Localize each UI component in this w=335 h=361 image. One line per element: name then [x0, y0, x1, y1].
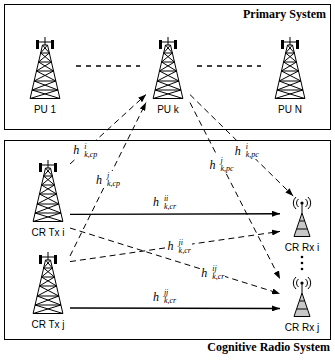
station-label: CR Tx i: [31, 226, 64, 239]
channel-gain-label: h ji k,cr: [167, 237, 192, 254]
receiver-icon: [287, 196, 317, 237]
tower-icon: [27, 37, 63, 99]
connector-group: [70, 95, 293, 309]
tower-icon: [272, 37, 308, 99]
tower-node: PU k: [146, 37, 190, 117]
channel-gain-label: h i k,cp: [72, 141, 98, 158]
direct-link: [70, 213, 280, 215]
ellipsis-dot: [301, 268, 304, 271]
channel-gain-label: h j k,pc: [208, 156, 234, 173]
channel-gain-label: h j k,cp: [95, 171, 121, 188]
channel-gain-label: h ij k,cr: [200, 264, 225, 281]
receiver-icon: [287, 276, 317, 317]
direct-link: [70, 307, 280, 309]
interference-link: [70, 228, 280, 294]
system-band: CR Tx iCR Tx jCR Rx iCR Rx jCognitive Ra…: [4, 140, 331, 340]
tower-icon: [30, 252, 66, 314]
channel-gain-label: h jj k,cr: [152, 288, 177, 305]
receiver-node: CR Rx j: [280, 276, 324, 335]
interference-link: [70, 103, 146, 256]
vertical-ellipsis: [301, 256, 304, 271]
tower-node: PU N: [268, 37, 312, 117]
receiver-node: CR Rx i: [280, 196, 324, 255]
station-label: PU k: [157, 103, 179, 116]
station-label: CR Tx j: [31, 318, 64, 331]
tower-icon: [150, 37, 186, 99]
ellipsis-dash: [197, 65, 261, 67]
interference-link: [70, 231, 280, 261]
tower-icon: [30, 160, 66, 222]
tower-node: CR Tx i: [26, 160, 70, 240]
channel-gain-label: h i k,pc: [234, 142, 260, 159]
system-band: PU 1 PU k PU N Primary System: [4, 4, 331, 130]
channel-gain-label: h ii k,cr: [152, 193, 177, 210]
station-label: CR Rx i: [285, 241, 319, 254]
system-heading: Cognitive Radio System: [207, 340, 330, 354]
tower-node: PU 1: [23, 37, 67, 117]
ellipsis-dash: [76, 65, 140, 67]
ellipsis-dot: [301, 262, 304, 265]
ellipsis-dot: [301, 256, 304, 259]
tower-node: CR Tx j: [26, 252, 70, 332]
system-heading: Primary System: [243, 7, 326, 21]
station-label: PU 1: [34, 103, 56, 116]
interference-link: [190, 95, 293, 196]
station-label: PU N: [278, 103, 302, 116]
station-label: CR Rx j: [285, 321, 319, 334]
